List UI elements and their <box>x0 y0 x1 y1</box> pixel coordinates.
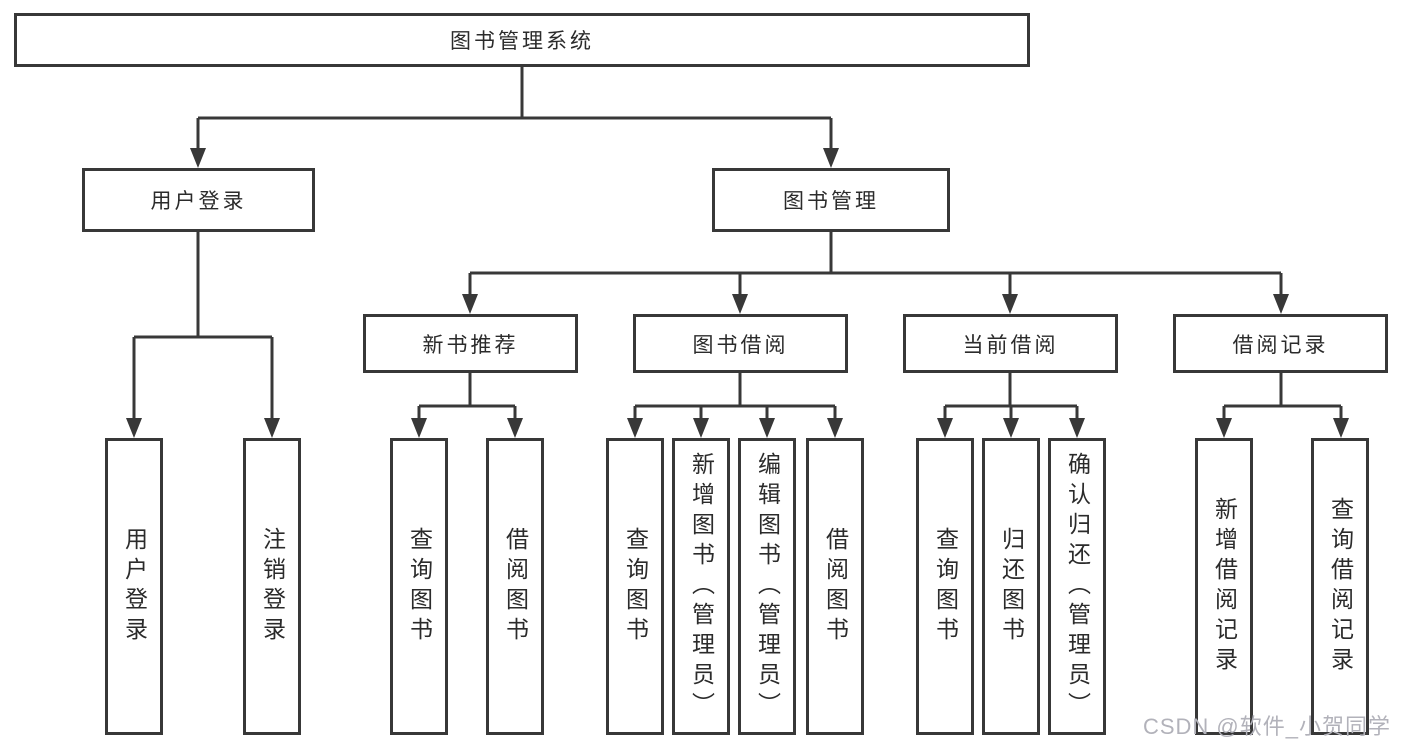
arrowhead-bb-query <box>627 418 643 438</box>
node-br-query: 查询借阅记录 <box>1311 438 1369 735</box>
node-cb-confirm: 确认归还（管理员） <box>1048 438 1106 735</box>
node-label-cb-query: 查询图书 <box>932 526 959 647</box>
node-label-bb-borrow: 借阅图书 <box>822 526 849 647</box>
arrowhead-book-mgmt <box>823 148 839 168</box>
node-label-book-borrow: 图书借阅 <box>692 333 789 357</box>
arrowhead-br-query <box>1333 418 1349 438</box>
node-label-br-query: 查询借阅记录 <box>1327 496 1354 677</box>
arrowhead-cb-return <box>1003 418 1019 438</box>
node-label-bb-edit: 编辑图书（管理员） <box>754 451 781 722</box>
arrowhead-user-login <box>190 148 206 168</box>
node-label-rec-query: 查询图书 <box>406 526 433 647</box>
node-label-system: 图书管理系统 <box>450 30 594 53</box>
node-label-book-mgmt: 图书管理 <box>783 190 879 213</box>
node-current-borrow: 当前借阅 <box>903 314 1118 373</box>
arrowhead-login-logout <box>264 418 280 438</box>
arrowhead-rec-borrow <box>507 418 523 438</box>
arrowhead-current-borrow <box>1002 294 1018 314</box>
node-user-login: 用户登录 <box>82 168 315 232</box>
arrowhead-new-book-rec <box>462 294 478 314</box>
node-login-logout: 注销登录 <box>243 438 301 735</box>
node-book-borrow: 图书借阅 <box>633 314 848 373</box>
node-label-current-borrow: 当前借阅 <box>962 333 1059 357</box>
edge-book-borrow <box>633 373 837 422</box>
edge-borrow-records <box>1222 373 1343 422</box>
node-system: 图书管理系统 <box>14 13 1030 67</box>
edge-system <box>196 67 833 152</box>
node-br-add: 新增借阅记录 <box>1195 438 1253 735</box>
node-label-cb-confirm: 确认归还（管理员） <box>1064 451 1091 722</box>
node-new-book-rec: 新书推荐 <box>363 314 578 373</box>
node-rec-query: 查询图书 <box>390 438 448 735</box>
watermark-text: CSDN @软件_小贺同学 <box>1142 714 1391 739</box>
arrowhead-bb-add <box>693 418 709 438</box>
node-label-rec-borrow: 借阅图书 <box>502 526 529 647</box>
node-label-bb-add: 新增图书（管理员） <box>688 451 715 722</box>
node-bb-add: 新增图书（管理员） <box>672 438 730 735</box>
node-label-login-user: 用户登录 <box>121 526 148 647</box>
node-borrow-records: 借阅记录 <box>1173 314 1388 373</box>
node-label-cb-return: 归还图书 <box>998 526 1025 647</box>
arrowhead-cb-confirm <box>1069 418 1085 438</box>
edge-user-login <box>132 232 274 422</box>
arrowhead-bb-edit <box>759 418 775 438</box>
node-label-bb-query: 查询图书 <box>622 526 649 647</box>
node-bb-query: 查询图书 <box>606 438 664 735</box>
edge-book-mgmt <box>468 232 1283 298</box>
edge-new-book-rec <box>417 373 517 422</box>
node-login-user: 用户登录 <box>105 438 163 735</box>
node-label-new-book-rec: 新书推荐 <box>422 333 519 357</box>
node-cb-query: 查询图书 <box>916 438 974 735</box>
node-label-br-add: 新增借阅记录 <box>1211 496 1238 677</box>
node-rec-borrow: 借阅图书 <box>486 438 544 735</box>
node-cb-return: 归还图书 <box>982 438 1040 735</box>
node-label-login-logout: 注销登录 <box>259 526 286 647</box>
arrowhead-book-borrow <box>732 294 748 314</box>
node-label-borrow-records: 借阅记录 <box>1232 333 1329 357</box>
arrowhead-cb-query <box>937 418 953 438</box>
node-label-user-login: 用户登录 <box>150 190 247 213</box>
arrowhead-bb-borrow <box>827 418 843 438</box>
arrowhead-borrow-records <box>1273 294 1289 314</box>
arrowhead-rec-query <box>411 418 427 438</box>
node-bb-edit: 编辑图书（管理员） <box>738 438 796 735</box>
node-bb-borrow: 借阅图书 <box>806 438 864 735</box>
arrowhead-login-user <box>126 418 142 438</box>
node-book-mgmt: 图书管理 <box>712 168 950 232</box>
arrowhead-br-add <box>1216 418 1232 438</box>
edge-current-borrow <box>943 373 1079 422</box>
